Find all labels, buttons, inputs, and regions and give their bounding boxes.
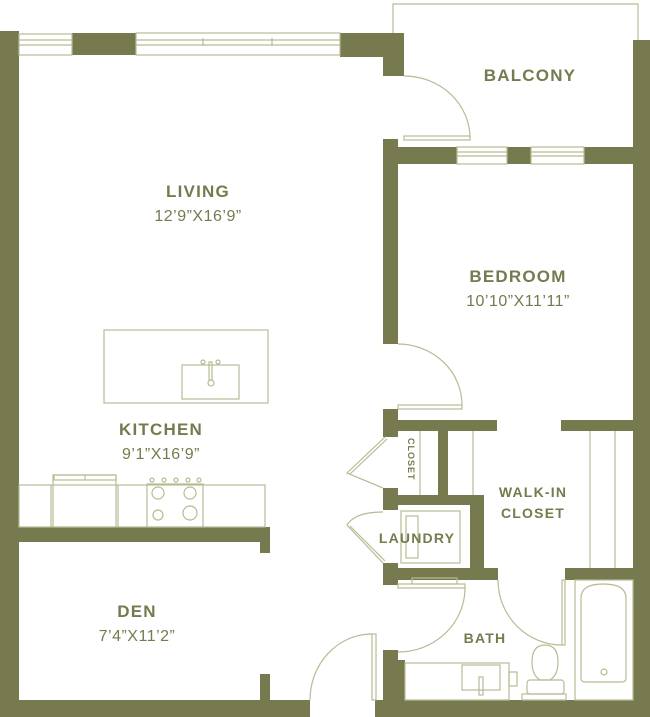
wall xyxy=(398,660,405,705)
wall-bedroom-top xyxy=(507,147,531,164)
room-dimensions-living: 12’9”X16’9” xyxy=(154,208,242,225)
wall-laundry-right xyxy=(470,495,484,575)
wall-bedroom-left xyxy=(383,139,398,344)
room-dimensions-kitchen: 9’1”X16’9” xyxy=(122,446,200,463)
room-label-bath: BATH xyxy=(463,630,507,646)
toilet xyxy=(521,644,567,701)
closet-door[interactable] xyxy=(345,436,388,489)
walkin-door[interactable] xyxy=(497,579,566,646)
balcony-railing xyxy=(392,3,639,40)
room-label-balcony: BALCONY xyxy=(483,66,577,85)
balcony-door[interactable] xyxy=(403,75,471,141)
room-dimensions-den: 7’4”X11’2” xyxy=(98,628,176,645)
room-label-living: LIVING xyxy=(166,182,230,201)
room-label-closet: CLOSET xyxy=(406,438,416,481)
window xyxy=(530,146,585,165)
wall xyxy=(260,674,270,704)
stove xyxy=(146,477,204,528)
dishwasher xyxy=(52,474,117,528)
wall-left xyxy=(0,31,19,717)
washer-dryer xyxy=(400,510,461,564)
room-label-kitchen: KITCHEN xyxy=(119,420,203,439)
wall-top xyxy=(383,33,404,76)
room-kitchen: KITCHEN 9’1”X16’9” xyxy=(119,420,203,464)
wall-laundry-top xyxy=(383,495,484,505)
wall-closet-divider xyxy=(438,431,448,495)
wall-bedroom-top xyxy=(398,147,457,164)
wall-bottom xyxy=(0,700,310,717)
wall-kitchen-den xyxy=(19,527,270,542)
window xyxy=(18,33,73,56)
wall xyxy=(383,563,398,585)
room-label-bedroom: BEDROOM xyxy=(469,267,567,286)
room-dimensions-bedroom: 10’10”X11’11” xyxy=(466,293,570,310)
room-label-walkin-line2: CLOSET xyxy=(501,505,565,521)
room-label-laundry: LAUNDRY xyxy=(378,530,456,546)
wall-right xyxy=(633,40,650,717)
room-bedroom: BEDROOM 10’10”X11’11” xyxy=(466,267,570,311)
room-walkin-closet: WALK-IN CLOSET xyxy=(499,482,567,524)
wall-walkin-bottom xyxy=(565,568,633,580)
wall-laundry-bottom xyxy=(383,568,498,580)
window xyxy=(456,146,508,165)
bathtub xyxy=(574,579,634,701)
wall xyxy=(260,527,270,553)
wall-walkin-top xyxy=(561,420,633,431)
kitchen-counter xyxy=(18,484,266,528)
wall-bottom xyxy=(375,700,650,717)
wall-bath-left xyxy=(383,650,398,710)
wall-bedroom-top xyxy=(584,147,633,164)
entry-door[interactable] xyxy=(309,633,377,701)
room-label-walkin-line1: WALK-IN xyxy=(498,484,568,500)
laundry-door[interactable] xyxy=(346,511,386,564)
room-den: DEN 7’4”X11’2” xyxy=(99,602,176,646)
room-label-den: DEN xyxy=(117,602,157,621)
bath-vanity xyxy=(404,662,518,701)
room-living: LIVING 12’9”X16’9” xyxy=(154,182,241,226)
wall-walkin-top xyxy=(383,420,497,431)
bedroom-door[interactable] xyxy=(397,343,463,410)
bath-door[interactable] xyxy=(397,577,466,653)
window xyxy=(135,32,341,56)
wall-top xyxy=(72,33,136,55)
kitchen-island xyxy=(103,329,269,404)
